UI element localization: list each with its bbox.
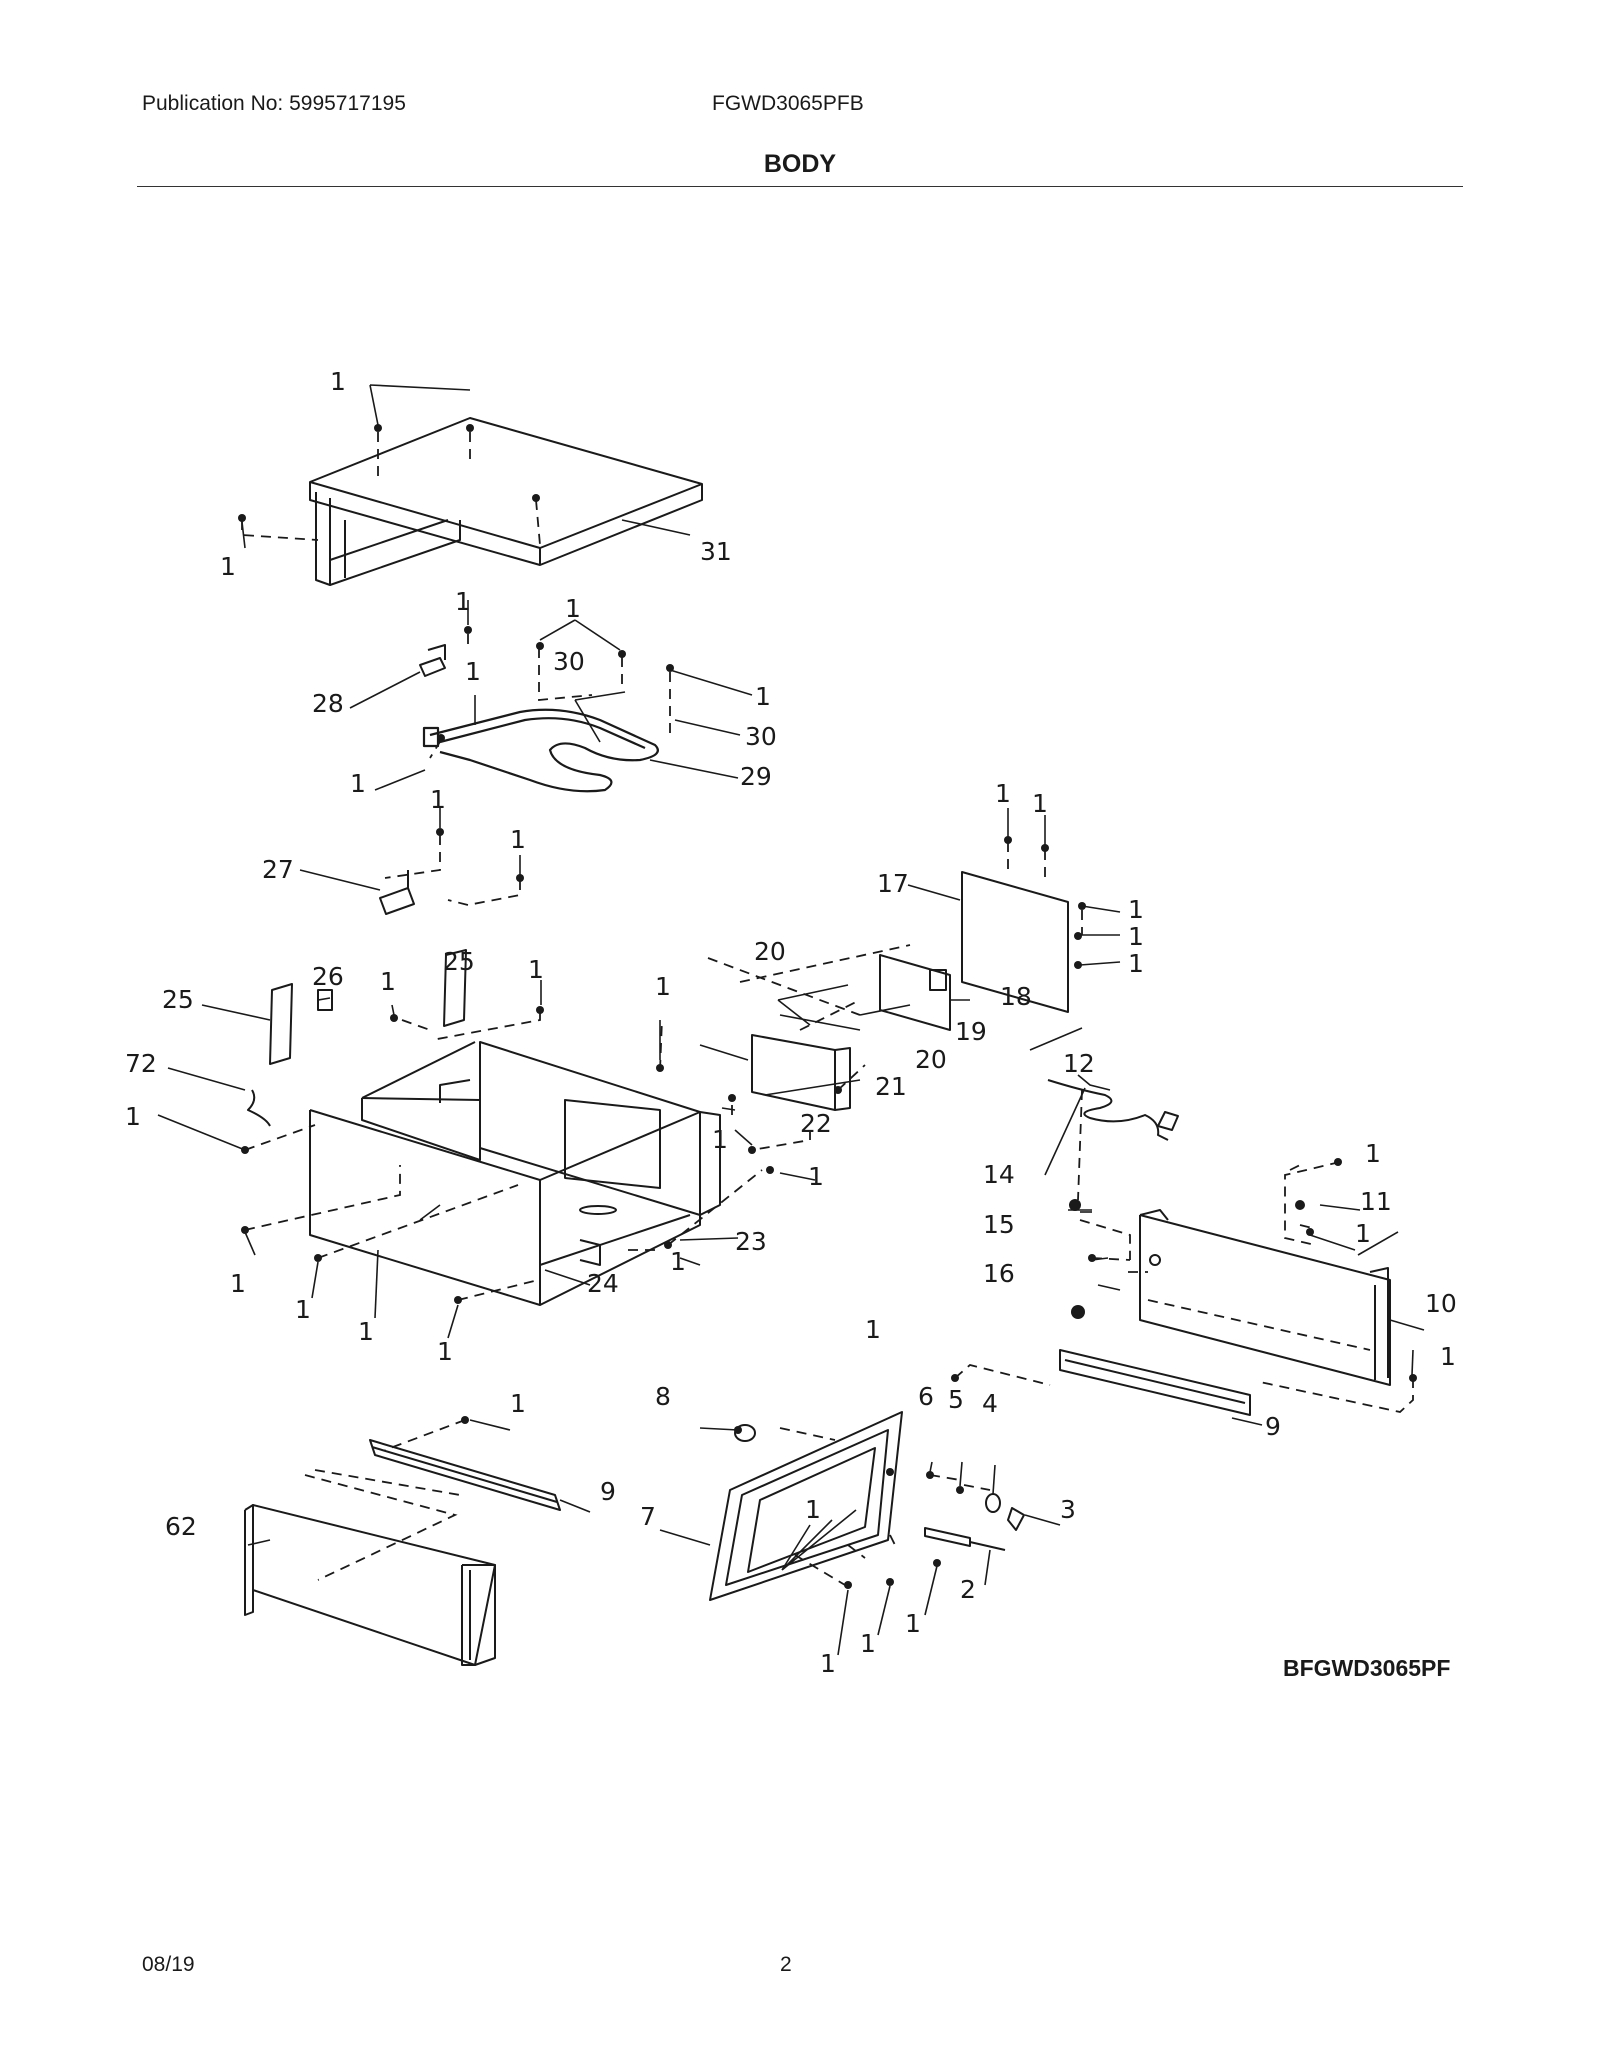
callout: 29 [740,762,772,791]
callout: 31 [700,537,732,566]
callout: 62 [165,1512,197,1541]
callout: 1 [1128,895,1144,924]
callout: 1 [905,1609,921,1638]
callout: 1 [430,785,446,814]
part-28-bracket [419,644,446,677]
part-10-drawer-box [1139,1209,1391,1386]
callout: 1 [860,1629,876,1658]
callout: 12 [1063,1049,1095,1078]
header-rule [137,186,1463,187]
part-9-slide-rail-right [1059,1349,1251,1416]
callout: 14 [983,1160,1015,1189]
part-62-drawer-front [244,1504,496,1666]
section-title: BODY [763,150,837,178]
callout: 1 [820,1649,836,1678]
callout: 25 [162,985,194,1014]
callout: 1 [465,657,481,686]
part-25-insulation-left [269,983,293,1065]
callout: 21 [875,1072,907,1101]
callout: 23 [735,1227,767,1256]
callout: 1 [1365,1139,1381,1168]
callout: 7 [640,1502,656,1531]
callout: 1 [865,1315,881,1344]
callout: 1 [295,1295,311,1324]
callout: 26 [312,962,344,991]
footer-date: 08/19 [142,1953,195,1976]
callout: 16 [983,1259,1015,1288]
callout: 19 [955,1017,987,1046]
part-2-rod [924,1527,1006,1551]
callout: 1 [455,587,471,616]
callout: 11 [1360,1187,1392,1216]
callout: 1 [528,955,544,984]
callout: 22 [800,1109,832,1138]
callout: 8 [655,1382,671,1411]
callout: 1 [510,1389,526,1418]
part-4-bracket [985,1493,1001,1513]
callout: 1 [655,972,671,1001]
callout: 3 [1060,1495,1076,1524]
callout: 1 [995,779,1011,808]
part-25-insulation-right [443,949,467,1027]
part-27-bracket [379,870,415,915]
callout: 15 [983,1210,1015,1239]
part-body-cabinet [309,1041,721,1306]
callout: 28 [312,689,344,718]
callout: 1 [1128,922,1144,951]
part-72-wire [247,1089,271,1127]
callout: 5 [948,1385,964,1414]
publication-number: Publication No: 5995717195 [142,92,406,115]
callout: 1 [565,594,581,623]
callout: 17 [877,869,909,898]
callout: 1 [330,367,346,396]
callout: 1 [510,825,526,854]
part-29-heating-element [422,708,659,793]
callout: 4 [982,1389,998,1418]
part-18-control-board [879,954,951,1031]
part-12-power-cord [1047,1079,1179,1141]
callout: 20 [915,1045,947,1074]
model-number: FGWD3065PFB [712,92,864,115]
callout: 30 [745,722,777,751]
part-3-clip [1007,1507,1025,1531]
page-number: 2 [780,1953,792,1976]
part-21-bracket [751,1034,851,1111]
part-top-panel [309,417,703,586]
callout: 6 [918,1382,934,1411]
callout: 1 [808,1162,824,1191]
part-8-knob [734,1424,756,1442]
callout: 72 [125,1049,157,1078]
callout: 10 [1425,1289,1457,1318]
callout: 1 [437,1337,453,1366]
callout: 18 [1000,982,1032,1011]
callout: 25 [443,947,475,976]
callout: 1 [358,1317,374,1346]
part-17-cover-plate [961,871,1069,1013]
callout: 1 [350,769,366,798]
part-7-door-panel [709,1411,903,1601]
callout: 20 [754,937,786,966]
callout: 30 [553,647,585,676]
diagram-id: BFGWD3065PF [1283,1655,1451,1681]
callout: 1 [755,682,771,711]
callout: 2 [960,1575,976,1604]
callout: 1 [125,1102,141,1131]
callout: 24 [587,1269,619,1298]
callout: 1 [1440,1342,1456,1371]
callout: 1 [805,1495,821,1524]
callout: 1 [1128,949,1144,978]
callout: 1 [380,967,396,996]
callout: 27 [262,855,294,884]
callout: 9 [600,1477,616,1506]
callout: 1 [670,1247,686,1276]
callout: 9 [1265,1412,1281,1441]
part-9-slide-rail-left [369,1439,561,1511]
callout: 1 [1355,1219,1371,1248]
callout: 1 [230,1269,246,1298]
callout: 1 [220,552,236,581]
callout: 1 [712,1125,728,1154]
callout: 1 [1032,789,1048,818]
